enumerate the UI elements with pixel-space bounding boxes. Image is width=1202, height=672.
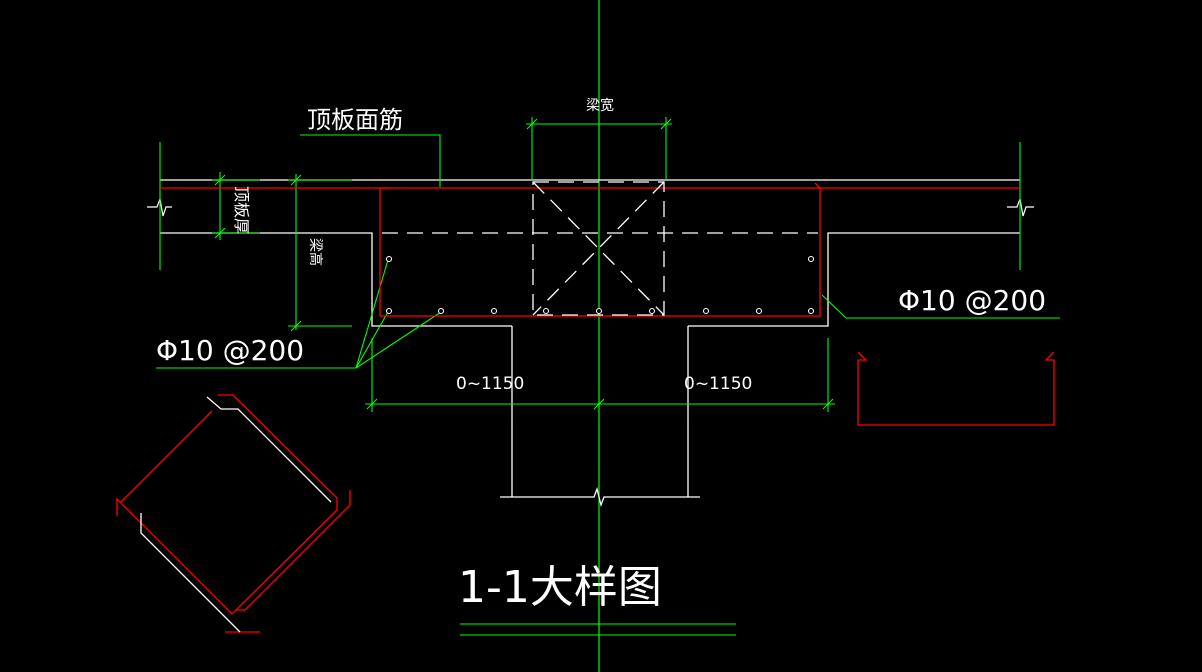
slab-break-marks	[147, 196, 1034, 217]
slab-bottom-left	[160, 232, 512, 327]
span-tick-right	[822, 398, 834, 410]
stirrup-left-upper	[206, 396, 332, 503]
rebar-dot	[595, 307, 603, 315]
beam-width-tick-right	[660, 118, 672, 130]
rebar-dot	[490, 307, 498, 315]
bent-bar-shape	[857, 351, 1055, 426]
left-rebar-leader-1	[355, 311, 389, 369]
beam-cross-diagonal-1	[532, 181, 665, 316]
beam-width-tick-left	[526, 118, 538, 130]
rebar-lines	[160, 182, 1020, 317]
rebar-dot	[385, 307, 393, 315]
beam-width-label: 梁宽	[586, 97, 614, 114]
stirrup-detail	[116, 394, 351, 633]
rebar-dot	[807, 255, 815, 263]
right-break-mark	[1007, 196, 1034, 217]
rebar-dot	[385, 255, 393, 263]
rebar-left-label: Φ10 @200	[156, 334, 304, 367]
dim-right-label: 0~1150	[684, 374, 752, 394]
bent-bar-detail	[857, 351, 1055, 426]
rebar-dot	[807, 307, 815, 315]
slab-thickness-label: 顶板厚	[232, 186, 251, 234]
stirrup-inner	[120, 410, 213, 503]
rebar-dots	[385, 255, 815, 315]
rebar-right-label: Φ10 @200	[898, 284, 1046, 317]
stirrup-left-lower	[140, 513, 241, 633]
top-slab-rebar-label: 顶板面筋	[307, 106, 403, 134]
stirrup-right-lower	[235, 490, 351, 611]
left-break-mark	[147, 196, 172, 217]
column-break-line	[500, 486, 700, 508]
dimension-lines	[156, 117, 1060, 636]
drawing-title: 1-1大样图	[458, 562, 662, 613]
dim-left-label: 0~1150	[456, 374, 524, 394]
rebar-dot	[755, 307, 763, 315]
beam-rebar-hook-right	[814, 182, 821, 189]
rebar-dot	[542, 307, 550, 315]
beam-bottom-rebar	[379, 187, 821, 317]
left-rebar-leader-2	[355, 311, 442, 369]
span-tick-mid	[593, 398, 605, 410]
beam-height-label: 梁高	[307, 238, 324, 266]
rebar-dot	[437, 307, 445, 315]
beam-stirrup-dashed	[532, 181, 665, 316]
span-tick-left	[366, 398, 378, 410]
left-rebar-leader-3	[355, 259, 389, 369]
rebar-dot	[702, 307, 710, 315]
slab-bottom-right	[688, 232, 1020, 327]
beam-cross-diagonal-2	[532, 181, 665, 316]
rebar-dot	[648, 307, 656, 315]
right-rebar-leader	[821, 294, 1060, 319]
stirrup-outer	[116, 394, 338, 615]
top-rebar-leader	[300, 134, 441, 187]
dashed-rebar	[382, 181, 818, 316]
